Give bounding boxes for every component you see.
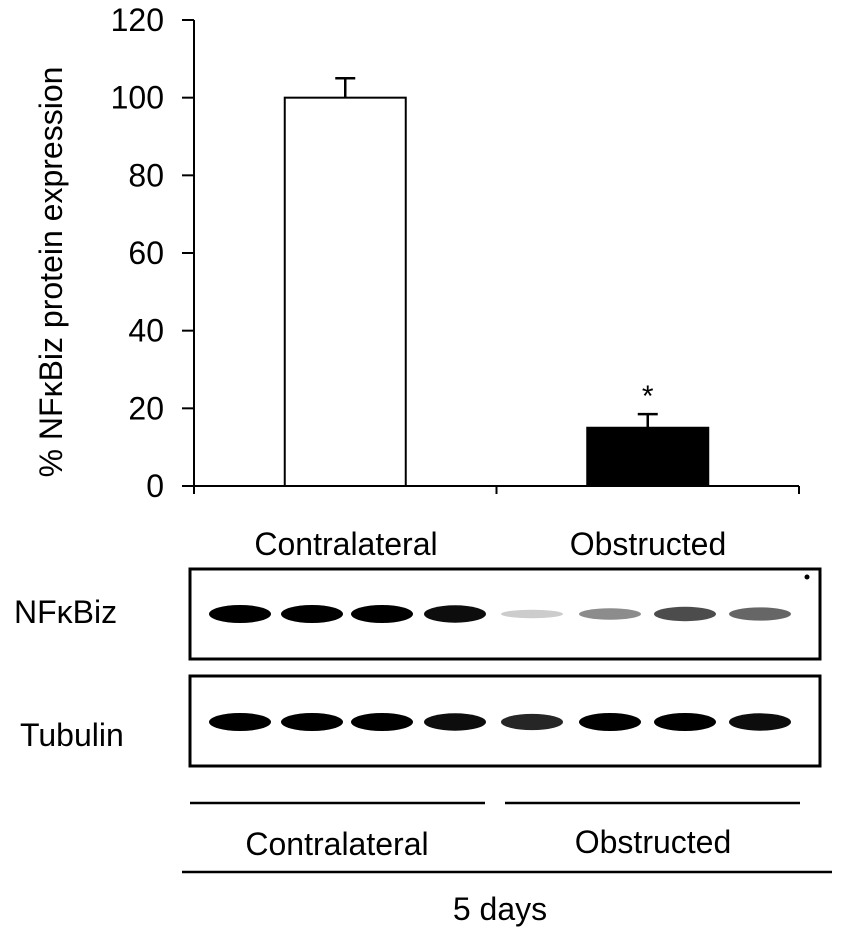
timepoint-label: 5 days — [453, 891, 547, 927]
annotation-group: * — [642, 380, 654, 413]
blot-header-label-contralateral: Contralateral — [254, 526, 437, 562]
y-tick-label: 60 — [128, 235, 164, 271]
blot-band — [654, 606, 716, 622]
blot-band — [729, 607, 791, 621]
blot-band — [351, 605, 413, 623]
y-axis-label: % NFκBiz protein expression — [33, 67, 69, 478]
y-tick-label: 120 — [111, 2, 164, 38]
blot-band — [501, 609, 563, 619]
x-tick-group — [193, 486, 800, 494]
y-tick-label: 20 — [128, 390, 164, 426]
blot-band — [424, 605, 486, 623]
error-bar-group — [335, 77, 658, 428]
blot-row-label-tubulin: Tubulin — [20, 717, 124, 753]
bar-obstructed — [586, 426, 710, 487]
blot-row-label-nfkbiz: NFκBiz — [14, 594, 117, 630]
group-label-contralateral: Contralateral — [245, 826, 428, 862]
tubulin-band-group — [209, 713, 791, 731]
blot-band — [501, 713, 563, 731]
y-tick-label: 100 — [111, 80, 164, 116]
bar-group — [283, 96, 710, 488]
y-tick-label: 80 — [128, 157, 164, 193]
y-tick-label: 40 — [128, 313, 164, 349]
blot-band — [351, 713, 413, 731]
significance-marker: * — [642, 380, 654, 413]
blot-band — [209, 713, 271, 731]
blot-band — [424, 713, 486, 731]
blot-band — [654, 713, 716, 731]
y-tick-label: 0 — [146, 468, 164, 504]
nfkbiz-band-group — [209, 605, 791, 623]
blot-band — [579, 608, 641, 620]
blot-band — [209, 605, 271, 623]
blot-band — [281, 713, 343, 731]
western-blot: Contralateral Obstructed NFκBiz Tubulin … — [14, 526, 832, 927]
blot-band — [579, 713, 641, 731]
blot-band — [281, 605, 343, 623]
blot-header-label-obstructed: Obstructed — [570, 526, 727, 562]
bar-chart: % NFκBiz protein expression 0 20 40 60 80 100… — [33, 2, 800, 504]
blot-band — [729, 713, 791, 731]
group-label-obstructed: Obstructed — [575, 824, 732, 860]
bar-contralateral — [283, 96, 407, 488]
blot-speck — [804, 574, 810, 580]
y-tick-group: 0 20 40 60 80 100 120 — [111, 2, 194, 504]
